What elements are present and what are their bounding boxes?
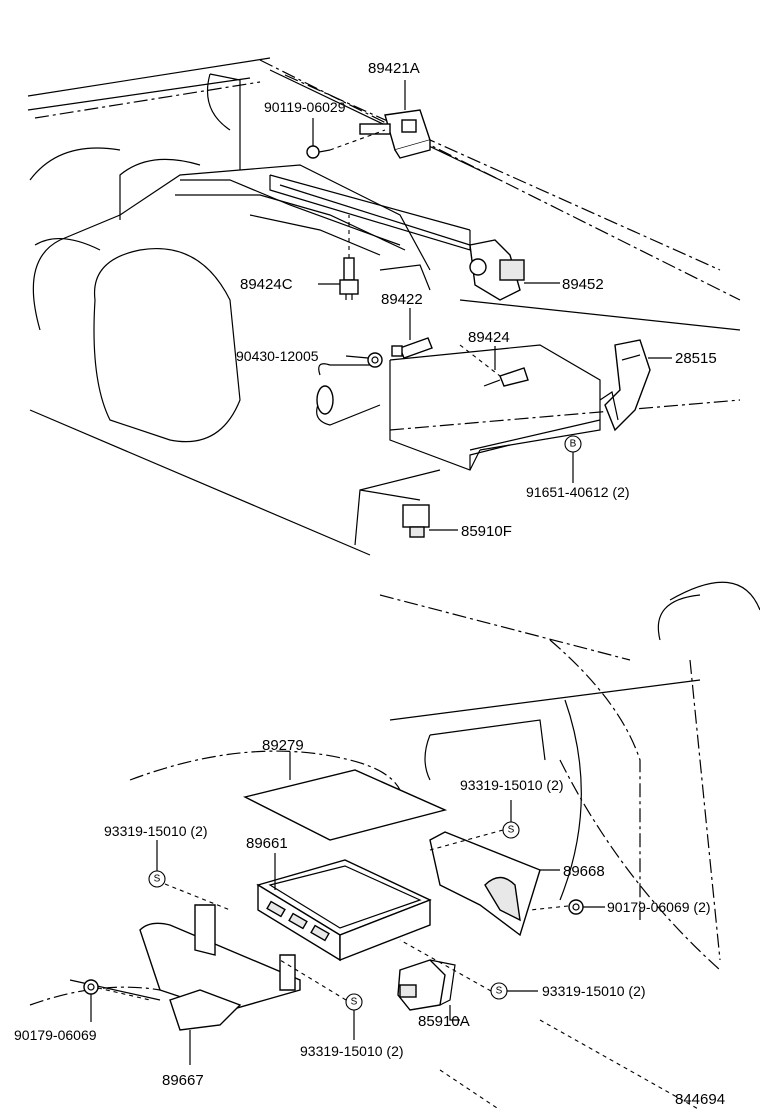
- figure-number: 844694: [675, 1091, 725, 1108]
- bracket-28515[interactable]: [599, 339, 651, 432]
- svg-text:B: B: [570, 439, 577, 450]
- ecu-89661[interactable]: [256, 859, 432, 962]
- label-93319-15010-bottom: 93319-15010 (2): [300, 1043, 404, 1059]
- svg-text:S: S: [154, 874, 161, 885]
- label-89667: 89667: [162, 1072, 204, 1089]
- map-sensor-89421a[interactable]: [359, 109, 431, 159]
- throttle-sensor-89452[interactable]: [469, 239, 525, 301]
- gasket-90430-12005[interactable]: [367, 352, 383, 368]
- label-85910a: 85910A: [418, 1013, 470, 1030]
- label-85910f: 85910F: [461, 523, 512, 540]
- label-93319-15010-right: 93319-15010 (2): [542, 983, 646, 999]
- label-89279: 89279: [262, 737, 304, 754]
- sensor-89424c[interactable]: [339, 257, 359, 300]
- screw-marker-top-right: S: [502, 821, 520, 839]
- label-90179-06069-left: 90179-06069: [14, 1027, 97, 1043]
- label-93319-15010-top: 93319-15010 (2): [460, 777, 564, 793]
- label-89424c: 89424C: [240, 276, 293, 293]
- label-89668: 89668: [563, 863, 605, 880]
- label-89452: 89452: [562, 276, 604, 293]
- bolt-90119-06029[interactable]: [306, 145, 331, 159]
- label-90430-12005: 90430-12005: [236, 348, 319, 364]
- sensor-89424[interactable]: [483, 367, 529, 387]
- label-28515: 28515: [675, 350, 717, 367]
- svg-text:S: S: [496, 986, 503, 997]
- engine-bay-view: B: [27, 57, 741, 556]
- screw-marker-bottom-right: S: [490, 982, 508, 1000]
- label-91651-40612: 91651-40612 (2): [526, 484, 630, 500]
- relay-85910f[interactable]: [402, 504, 430, 538]
- label-89424: 89424: [468, 329, 510, 346]
- bracket-89667[interactable]: [139, 904, 301, 1031]
- label-90179-06069-right: 90179-06069 (2): [607, 899, 711, 915]
- ecu-cover-89279[interactable]: [242, 769, 448, 841]
- label-90119-06029: 90119-06029: [264, 99, 346, 115]
- relay-85910a[interactable]: [397, 959, 456, 1011]
- label-89661: 89661: [246, 835, 288, 852]
- bolt-b-marker: B: [564, 435, 582, 453]
- nut-90179-left[interactable]: [83, 979, 99, 995]
- bracket-89668[interactable]: [429, 831, 541, 937]
- label-89422: 89422: [381, 291, 423, 308]
- screw-marker-left: S: [148, 870, 166, 888]
- svg-text:S: S: [508, 825, 515, 836]
- screw-marker-bottom: S: [345, 993, 363, 1011]
- label-93319-15010-left: 93319-15010 (2): [104, 823, 208, 839]
- ecu-mounting-view: S S S S: [29, 581, 760, 1111]
- nut-90179-right[interactable]: [568, 899, 584, 915]
- temp-sensor-89422[interactable]: [391, 337, 433, 359]
- svg-text:S: S: [351, 997, 358, 1008]
- label-89421a: 89421A: [368, 60, 420, 77]
